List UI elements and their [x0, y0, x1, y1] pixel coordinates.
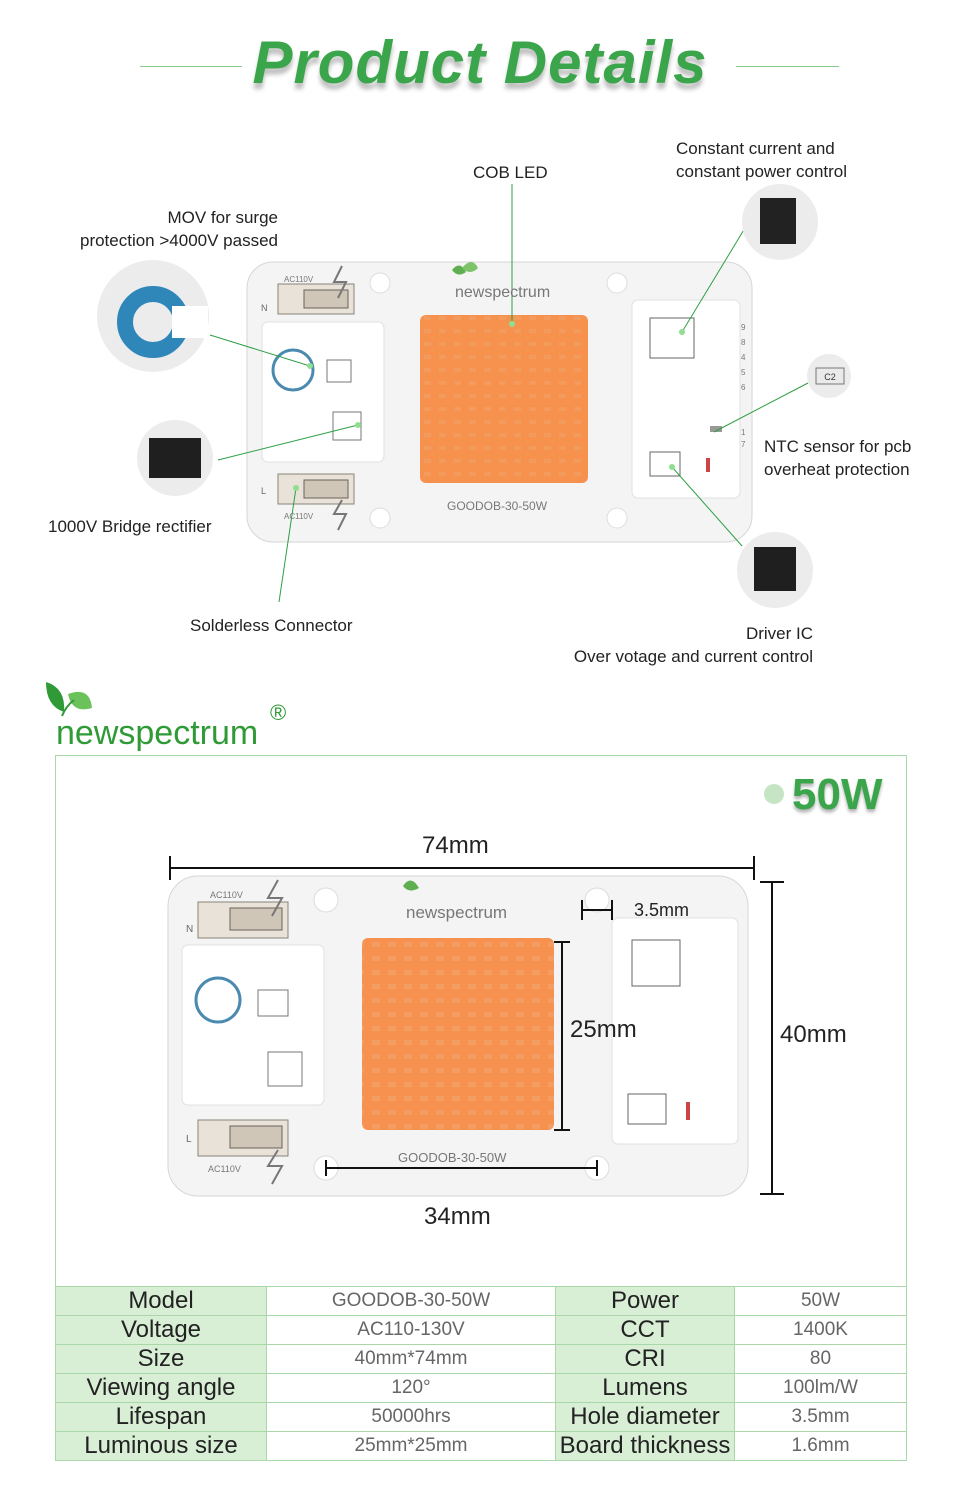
spec-key: Power — [555, 1286, 735, 1316]
spec-value: 3.5mm — [734, 1402, 907, 1432]
svg-text:7: 7 — [741, 440, 746, 449]
constant-current-zoom-circle — [742, 184, 818, 260]
table-row: Model GOODOB-30-50W Power 50W — [55, 1286, 907, 1316]
spec-key: CCT — [555, 1315, 735, 1345]
cob-led-square-2 — [362, 938, 554, 1130]
board-illustration: C2 newspectrum GOODOB-30-50W AC110V AC11… — [97, 184, 851, 608]
board-model-2: GOODOB-30-50W — [398, 1150, 507, 1165]
callout-ntc: NTC sensor for pcb overheat protection — [764, 437, 912, 479]
table-row: Size 40mm*74mm CRI 80 — [55, 1344, 907, 1374]
height-label: 40mm — [780, 1021, 847, 1048]
spec-value: 100lm/W — [734, 1373, 907, 1403]
spec-key: Lumens — [555, 1373, 735, 1403]
svg-text:L: L — [186, 1134, 192, 1145]
svg-text:1: 1 — [741, 428, 746, 437]
spec-value: 40mm*74mm — [266, 1344, 556, 1374]
spec-key: Size — [55, 1344, 267, 1374]
spec-table: Model GOODOB-30-50W Power 50W Voltage AC… — [55, 1286, 907, 1461]
bridge-zoom-circle — [137, 420, 213, 496]
ntc-zoom-circle: C2 — [807, 354, 851, 398]
callout-driver: Driver IC Over votage and current contro… — [573, 624, 813, 666]
svg-text:4: 4 — [741, 353, 746, 362]
board-ac-bottom: AC110V — [284, 512, 314, 521]
chip-label: C2 — [824, 372, 836, 382]
page-title: Product Details — [252, 29, 708, 96]
table-row: Viewing angle 120° Lumens 100lm/W — [55, 1373, 907, 1403]
spec-key: Viewing angle — [55, 1373, 267, 1403]
spec-key: Model — [55, 1286, 267, 1316]
spec-value: 120° — [266, 1373, 556, 1403]
led-size-label: 25mm — [570, 1016, 637, 1043]
svg-text:5: 5 — [741, 368, 746, 377]
brand-name: newspectrum — [56, 714, 259, 752]
table-row: Luminous size 25mm*25mm Board thickness … — [55, 1431, 907, 1461]
spec-value: 1.6mm — [734, 1431, 907, 1461]
callout-cob-led: COB LED — [473, 163, 548, 182]
hole-spacing-label: 34mm — [424, 1203, 491, 1230]
spec-value: 50W — [734, 1286, 907, 1316]
wattage-label: 50W — [792, 770, 883, 819]
spec-key: Board thickness — [555, 1431, 735, 1461]
svg-text:N: N — [186, 924, 193, 935]
callout-connector: Solderless Connector — [190, 616, 353, 635]
spec-value: 80 — [734, 1344, 907, 1374]
leaf-icon — [46, 682, 92, 717]
title-rule-left — [140, 66, 242, 67]
registered-mark: ® — [270, 700, 287, 725]
spec-value: 50000hrs — [266, 1402, 556, 1432]
pin-n: N — [261, 303, 268, 313]
spec-value: 1400K — [734, 1315, 907, 1345]
cob-led-square — [420, 315, 588, 483]
hole-label: 3.5mm — [634, 900, 690, 920]
table-row: Voltage AC110-130V CCT 1400K — [55, 1315, 907, 1345]
badge-dot — [764, 784, 784, 804]
title-rule-right — [736, 66, 839, 67]
spec-key: Voltage — [55, 1315, 267, 1345]
board-brand: newspectrum — [455, 284, 550, 301]
spec-key: Hole diameter — [555, 1402, 735, 1432]
board-brand-2: newspectrum — [406, 903, 507, 922]
spec-value: GOODOB-30-50W — [266, 1286, 556, 1316]
spec-value: 25mm*25mm — [266, 1431, 556, 1461]
callout-mov: MOV for surge protection >4000V passed — [79, 208, 278, 250]
driver-zoom-circle — [737, 532, 813, 608]
callout-bridge: 1000V Bridge rectifier — [48, 517, 212, 536]
svg-text:AC110V: AC110V — [210, 890, 243, 900]
callout-constant-power: Constant current and constant power cont… — [676, 139, 848, 181]
svg-text:9: 9 — [741, 323, 746, 332]
pin-l: L — [261, 486, 266, 496]
table-row: Lifespan 50000hrs Hole diameter 3.5mm — [55, 1402, 907, 1432]
svg-text:AC110V: AC110V — [208, 1164, 241, 1174]
spec-key: Lifespan — [55, 1402, 267, 1432]
dimension-drawing: newspectrum GOODOB-30-50W AC110V AC110V … — [167, 856, 784, 1197]
board-model: GOODOB-30-50W — [447, 499, 548, 513]
mov-zoom-circle — [97, 260, 209, 372]
spec-key: CRI — [555, 1344, 735, 1374]
spec-value: AC110-130V — [266, 1315, 556, 1345]
width-label: 74mm — [422, 832, 489, 859]
svg-text:6: 6 — [741, 383, 746, 392]
board-ac-top: AC110V — [284, 275, 314, 284]
spec-key: Luminous size — [55, 1431, 267, 1461]
brand-logo: newspectrum ® — [42, 678, 302, 758]
svg-text:8: 8 — [741, 338, 746, 347]
